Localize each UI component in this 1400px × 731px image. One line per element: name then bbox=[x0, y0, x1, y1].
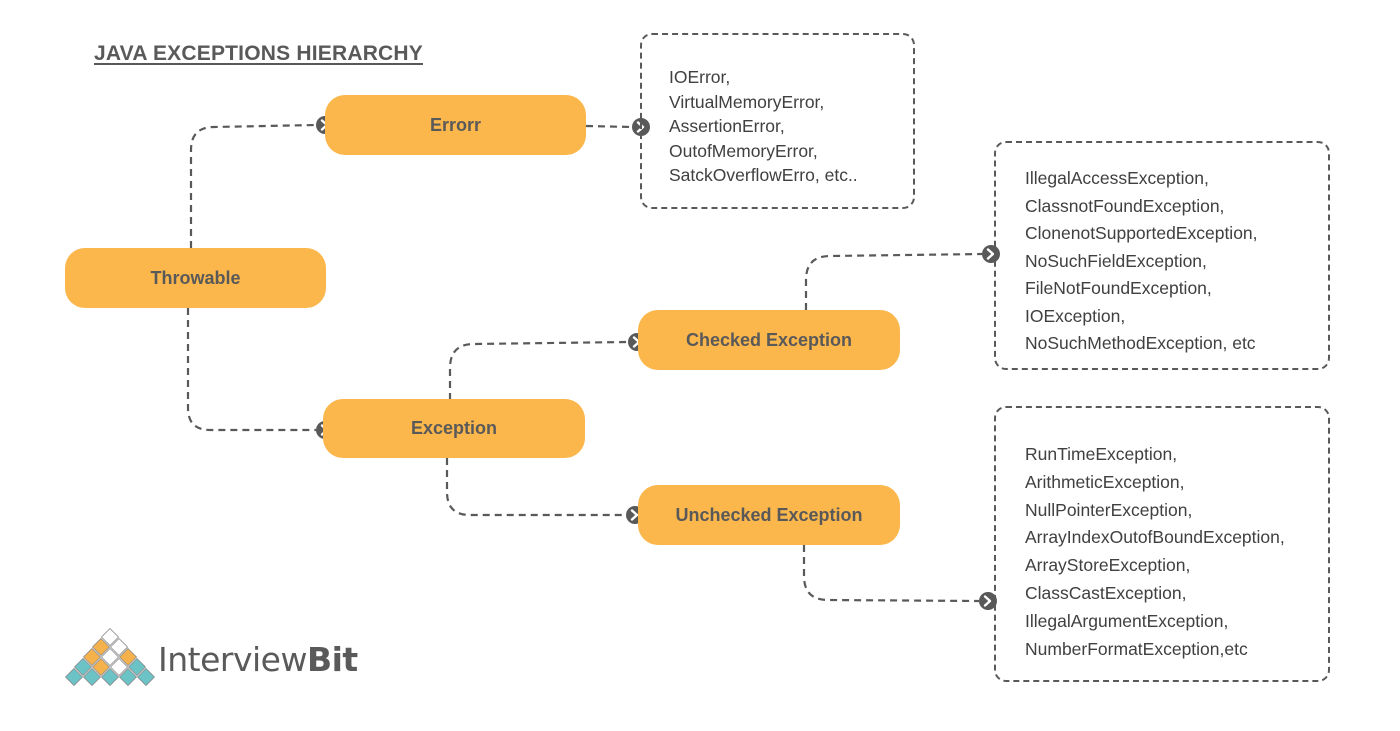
checked-examples-list: IllegalAccessException, ClassnotFoundExce… bbox=[1025, 165, 1328, 358]
error-example-item: SatckOverflowErro, etc.. bbox=[669, 165, 858, 185]
checked-examples-box: IllegalAccessException, ClassnotFoundExce… bbox=[994, 141, 1330, 370]
checked-example-item: IOException, bbox=[1025, 305, 1126, 326]
unchecked-example-item: ArrayStoreException, bbox=[1025, 555, 1191, 576]
error-example-item: VirtualMemoryError, bbox=[669, 91, 825, 112]
unchecked-example-item: ArrayIndexOutofBoundException, bbox=[1025, 527, 1285, 548]
interviewbit-logo-text: InterviewBit bbox=[158, 640, 358, 679]
unchecked-example-item: RunTimeException, bbox=[1025, 444, 1178, 464]
node-unchecked-exception: Unchecked Exception bbox=[638, 485, 900, 545]
connector-exception-checked bbox=[448, 340, 629, 400]
checked-example-item: NoSuchFieldException, bbox=[1025, 250, 1207, 271]
unchecked-example-item: IllegalArgumentException, bbox=[1025, 610, 1229, 631]
connector-exception-unchecked bbox=[445, 458, 626, 517]
checked-example-item: ClonenotSupportedException, bbox=[1025, 223, 1258, 243]
connector-throwable-exception bbox=[186, 308, 316, 432]
unchecked-example-item: NullPointerException, bbox=[1025, 499, 1193, 520]
unchecked-examples-box: RunTimeException, ArithmeticException, Nul… bbox=[994, 406, 1330, 682]
error-example-item: AssertionError, bbox=[669, 116, 785, 136]
unchecked-example-item: NumberFormatException,etc bbox=[1025, 638, 1248, 659]
node-exception: Exception bbox=[323, 399, 585, 458]
error-examples-box: IOError, VirtualMemoryError, AssertionErro… bbox=[640, 33, 915, 209]
arrow-unchecked-list-icon bbox=[979, 592, 997, 610]
interviewbit-logo-icon bbox=[64, 628, 156, 687]
checked-example-item: NoSuchMethodException, etc bbox=[1025, 333, 1256, 353]
unchecked-example-item: ArithmeticException, bbox=[1025, 471, 1185, 492]
node-checked-exception: Checked Exception bbox=[638, 310, 900, 370]
unchecked-example-item: ClassCastException, bbox=[1025, 582, 1187, 603]
diagram-title: JAVA EXCEPTIONS HIERARCHY bbox=[94, 42, 423, 65]
connector-throwable-error bbox=[189, 123, 317, 248]
error-examples-list: IOError, VirtualMemoryError, AssertionErro… bbox=[669, 65, 913, 188]
checked-example-item: IllegalAccessException, bbox=[1025, 168, 1209, 188]
checked-example-item: FileNotFoundException, bbox=[1025, 278, 1212, 298]
connector-unchecked-list bbox=[802, 545, 980, 603]
connector-error-list bbox=[585, 124, 633, 129]
error-example-item: OutofMemoryError, bbox=[669, 140, 818, 161]
node-throwable: Throwable bbox=[65, 248, 326, 308]
logo-text-interview: Interview bbox=[158, 640, 307, 679]
node-error: Errorr bbox=[325, 95, 586, 155]
error-example-item: IOError, bbox=[669, 67, 731, 87]
checked-example-item: ClassnotFoundException, bbox=[1025, 195, 1225, 216]
connector-checked-list bbox=[804, 252, 983, 310]
unchecked-examples-list: RunTimeException, ArithmeticException, Nul… bbox=[1025, 441, 1328, 663]
logo-text-bit: Bit bbox=[306, 640, 358, 679]
